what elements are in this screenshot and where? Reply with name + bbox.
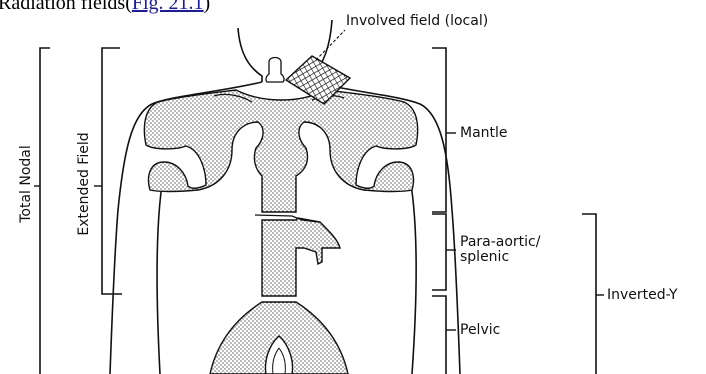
larynx-shield	[266, 58, 284, 83]
inverted-y-label: Inverted-Y	[607, 287, 678, 303]
extended-field-bracket	[102, 48, 122, 294]
extended-field-label: Extended Field	[76, 124, 92, 244]
total-nodal-bracket	[40, 48, 50, 374]
para-aortic-field	[262, 218, 340, 296]
mantle-field	[144, 90, 417, 212]
total-nodal-label: Total Nodal	[18, 134, 34, 234]
mantle-label: Mantle	[460, 125, 508, 141]
para-aortic-label-line2: splenic	[460, 249, 509, 265]
para-aortic-bracket	[432, 214, 446, 290]
pelvic-label: Pelvic	[460, 322, 500, 338]
inverted-y-bracket	[582, 214, 596, 374]
para-aortic-label-line1: Para-aortic/	[460, 234, 540, 250]
involved-field-label: Involved field (local)	[346, 13, 488, 29]
pelvic-bracket	[432, 296, 446, 374]
